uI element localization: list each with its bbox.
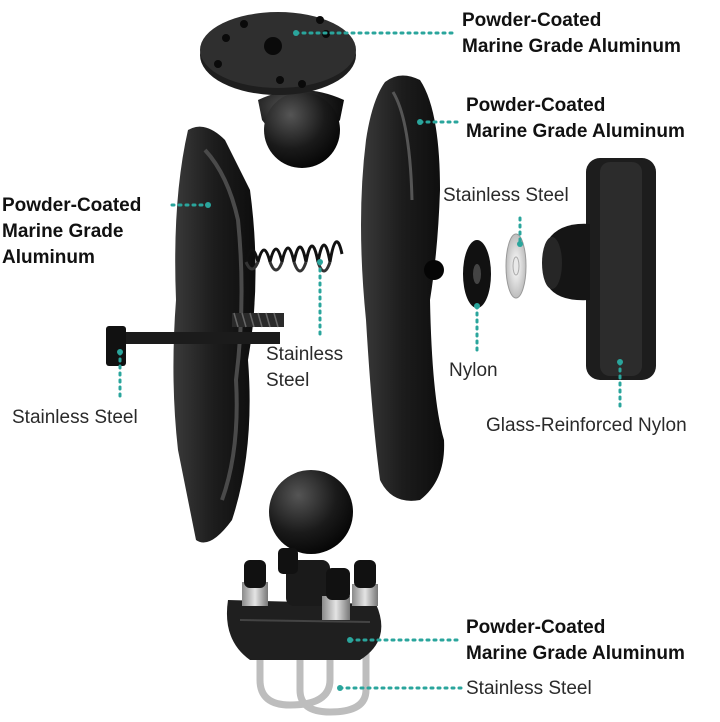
- u-bolt: [256, 620, 370, 716]
- label-u-bolt: Stainless Steel: [466, 678, 592, 699]
- label-bottom-base-line2: Marine Grade Aluminum: [466, 643, 685, 664]
- label-knob: Glass-Reinforced Nylon: [486, 415, 687, 436]
- tightening-knob: [542, 158, 656, 380]
- label-spring-line1: Stainless: [266, 344, 344, 365]
- label-left-arm-line3: Aluminum: [2, 247, 95, 268]
- label-left-arm-line1: Powder-Coated: [2, 195, 142, 216]
- label-left-arm-line2: Marine Grade: [2, 221, 124, 242]
- leader-lines: [118, 31, 622, 690]
- steel-washer: [505, 233, 527, 299]
- bolt: [106, 312, 284, 366]
- label-spring-line2: Steel: [266, 370, 310, 391]
- label-right-arm: Powder-Coated Marine Grade Aluminum: [466, 93, 685, 145]
- label-bottom-base: Powder-Coated Marine Grade Aluminum: [466, 615, 685, 667]
- label-right-arm-line1: Powder-Coated: [466, 95, 606, 116]
- label-top-base-line2: Marine Grade Aluminum: [462, 36, 681, 57]
- label-spring: Stainless Steel: [266, 342, 343, 394]
- label-steel-washer: Stainless Steel: [443, 185, 569, 206]
- right-arm-half: [361, 75, 445, 501]
- label-left-arm: Powder-Coated Marine Grade Aluminum: [2, 193, 141, 271]
- leader-dots: [117, 30, 623, 691]
- label-top-base: Powder-Coated Marine Grade Aluminum: [462, 8, 681, 60]
- nylon-washer: [463, 240, 491, 308]
- label-nylon-washer: Nylon: [449, 360, 498, 381]
- spring: [244, 240, 344, 273]
- round-base-plate: [200, 12, 356, 168]
- label-bottom-base-line1: Powder-Coated: [466, 617, 606, 638]
- rail-base: [226, 548, 382, 660]
- label-right-arm-line2: Marine Grade Aluminum: [466, 121, 685, 142]
- label-bolt: Stainless Steel: [12, 407, 138, 428]
- label-top-base-line1: Powder-Coated: [462, 10, 602, 31]
- plate-ball: [264, 92, 340, 168]
- bottom-ball: [269, 470, 353, 554]
